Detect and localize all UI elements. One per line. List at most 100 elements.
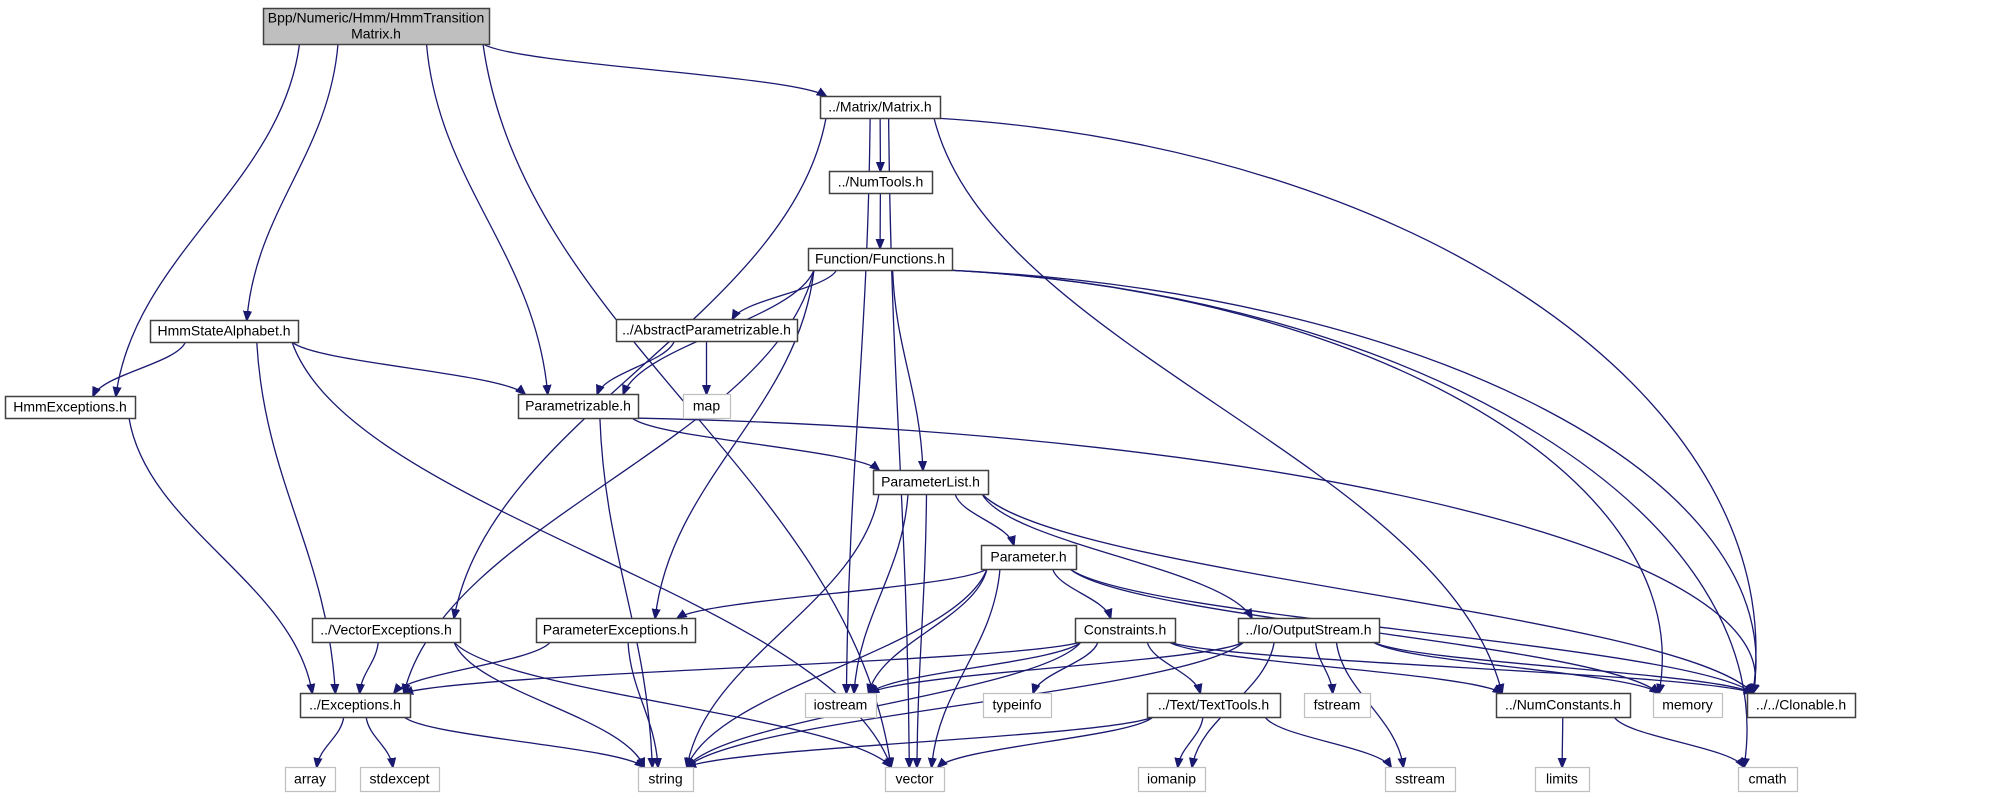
- node-iostream: iostream: [804, 692, 878, 719]
- node-numtools[interactable]: ../NumTools.h: [828, 170, 934, 195]
- edge-vectorexceptions-to-exceptions: [360, 641, 379, 693]
- edge-matrix-to-vector: [887, 117, 910, 767]
- edge-outputstream-to-string: [687, 641, 1245, 767]
- edge-matrix-to-numconstants: [933, 117, 1502, 693]
- node-parameterexceptions[interactable]: ParameterExceptions.h: [535, 617, 697, 644]
- edge-hmmstatealphabet-to-hmmexceptions: [93, 341, 187, 396]
- node-fstream: fstream: [1303, 692, 1372, 719]
- edge-outputstream-to-iostream: [870, 641, 1245, 693]
- node-numtools-box: [828, 170, 934, 195]
- edge-hmmstatealphabet-to-parametrizable: [291, 341, 525, 394]
- edge-parameter-to-vector: [932, 568, 1001, 767]
- node-stdexcept-label: stdexcept: [370, 771, 430, 787]
- edge-parameterlist-to-vector: [917, 493, 928, 767]
- node-abstractparametrizable[interactable]: ../AbstractParametrizable.h: [615, 318, 799, 343]
- edge-numconstants-to-cmath: [1613, 716, 1744, 767]
- node-root-label: Matrix.h: [351, 26, 401, 42]
- node-texttools[interactable]: ../Text/TextTools.h: [1146, 692, 1282, 719]
- node-hmmstatealphabet[interactable]: HmmStateAlphabet.h: [149, 319, 300, 344]
- node-vector: vector: [884, 766, 946, 793]
- node-cmath: cmath: [1737, 766, 1799, 793]
- edge-exceptions-to-stdexcept: [365, 716, 393, 767]
- node-parameterlist-label: ParameterList.h: [881, 474, 980, 490]
- node-array-label: array: [294, 771, 326, 787]
- node-fstream-label: fstream: [1314, 697, 1361, 713]
- node-parameter-label: Parameter.h: [990, 549, 1066, 565]
- edge-abstractparametrizable-to-parametrizable: [597, 340, 675, 394]
- edge-texttools-to-string: [687, 716, 1154, 767]
- node-map: map: [682, 393, 732, 420]
- node-cmath-box: [1737, 766, 1799, 793]
- node-parameter[interactable]: Parameter.h: [980, 544, 1078, 571]
- node-fstream-box: [1303, 692, 1372, 719]
- node-outputstream[interactable]: ../Io/OutputStream.h: [1237, 617, 1381, 644]
- node-stdexcept-box: [359, 766, 441, 793]
- edge-constraints-to-clonable: [1168, 641, 1753, 693]
- node-hmmstatealphabet-label: HmmStateAlphabet.h: [157, 323, 290, 339]
- edge-parameterlist-to-clonable: [981, 493, 1753, 693]
- edge-constraints-to-texttools: [1146, 641, 1200, 693]
- node-numconstants-box: [1495, 692, 1632, 719]
- node-numtools-label: ../NumTools.h: [838, 174, 924, 190]
- node-string-box: [637, 766, 695, 793]
- edge-parameter-to-constraints: [1052, 568, 1111, 618]
- node-parametrizable[interactable]: Parametrizable.h: [517, 393, 640, 420]
- node-hmmexceptions[interactable]: HmmExceptions.h: [4, 395, 137, 420]
- node-iostream-box: [804, 692, 878, 719]
- node-limits: limits: [1534, 766, 1591, 793]
- node-memory-label: memory: [1662, 697, 1713, 713]
- node-string: string: [637, 766, 695, 793]
- node-parameterlist[interactable]: ParameterList.h: [872, 469, 990, 496]
- node-matrix[interactable]: ../Matrix/Matrix.h: [819, 95, 942, 120]
- edge-parameterlist-to-string: [687, 493, 880, 767]
- node-vectorexceptions-label: ../VectorExceptions.h: [320, 622, 452, 638]
- edge-parametrizable-to-string: [599, 417, 653, 767]
- node-hmmexceptions-label: HmmExceptions.h: [13, 399, 127, 415]
- node-clonable[interactable]: ../../Clonable.h: [1746, 692, 1857, 719]
- node-root-box: [262, 7, 491, 46]
- edge-matrix-to-iostream: [846, 117, 871, 693]
- edge-root-to-matrix: [482, 43, 826, 96]
- node-parametrizable-box: [517, 393, 640, 420]
- node-typeinfo: typeinfo: [982, 692, 1053, 719]
- node-iomanip-label: iomanip: [1147, 771, 1196, 787]
- node-functions-box: [807, 247, 954, 272]
- node-typeinfo-box: [982, 692, 1053, 719]
- node-texttools-label: ../Text/TextTools.h: [1158, 697, 1269, 713]
- node-parametrizable-label: Parametrizable.h: [525, 398, 631, 414]
- node-parameterexceptions-box: [535, 617, 697, 644]
- node-limits-box: [1534, 766, 1591, 793]
- node-numconstants[interactable]: ../NumConstants.h: [1495, 692, 1632, 719]
- node-constraints[interactable]: Constraints.h: [1074, 617, 1177, 644]
- edge-functions-to-parameterexceptions: [655, 269, 815, 618]
- node-limits-label: limits: [1546, 771, 1578, 787]
- edge-outputstream-to-memory: [1372, 641, 1659, 693]
- edge-root-to-hmmexceptions: [116, 43, 301, 396]
- node-matrix-box: [819, 95, 942, 120]
- edge-matrix-to-vectorexceptions: [454, 117, 827, 618]
- edge-texttools-to-vector: [938, 716, 1154, 767]
- node-typeinfo-label: typeinfo: [992, 697, 1041, 713]
- node-constraints-label: Constraints.h: [1084, 622, 1166, 638]
- node-abstractparametrizable-label: ../AbstractParametrizable.h: [622, 322, 791, 338]
- node-functions[interactable]: Function/Functions.h: [807, 247, 954, 272]
- edge-outputstream-to-clonable: [1372, 641, 1753, 693]
- node-vectorexceptions-box: [311, 617, 462, 644]
- node-clonable-label: ../../Clonable.h: [1756, 697, 1846, 713]
- edge-parameter-to-clonable: [1069, 568, 1753, 693]
- edge-constraints-to-iostream: [870, 641, 1082, 693]
- edge-constraints-to-exceptions: [404, 641, 1082, 693]
- node-vectorexceptions[interactable]: ../VectorExceptions.h: [311, 617, 462, 644]
- node-parameter-box: [980, 544, 1078, 571]
- edge-texttools-to-iomanip: [1178, 716, 1204, 767]
- edge-outputstream-to-fstream: [1314, 641, 1333, 693]
- node-exceptions-label: ../Exceptions.h: [309, 697, 401, 713]
- edge-parameter-to-iostream: [869, 568, 988, 693]
- node-exceptions[interactable]: ../Exceptions.h: [299, 692, 412, 719]
- node-cmath-label: cmath: [1748, 771, 1786, 787]
- edge-parametrizable-to-parameterlist: [631, 417, 879, 470]
- node-outputstream-box: [1237, 617, 1381, 644]
- node-abstractparametrizable-box: [615, 318, 799, 343]
